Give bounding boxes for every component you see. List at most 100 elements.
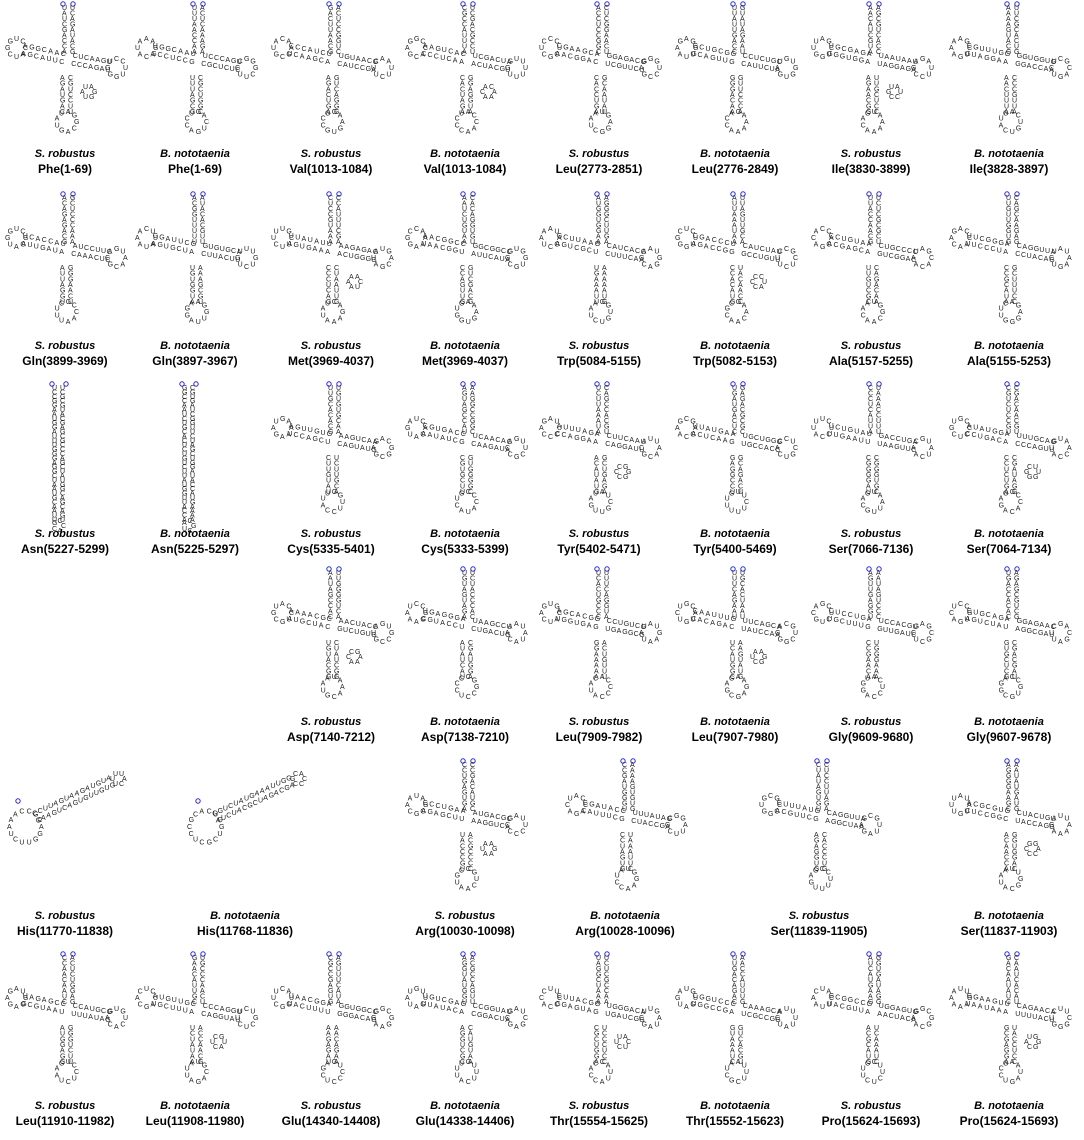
- svg-text:C: C: [334, 663, 339, 670]
- svg-text:G: G: [604, 206, 609, 213]
- svg-text:A: A: [900, 630, 905, 637]
- svg-text:A: A: [866, 674, 871, 681]
- svg-text:C: C: [338, 1075, 343, 1082]
- svg-text:U: U: [221, 815, 226, 822]
- svg-text:G: G: [198, 103, 203, 110]
- svg-text:A: A: [967, 800, 972, 807]
- svg-text:A: A: [678, 989, 683, 996]
- svg-text:U: U: [542, 241, 547, 248]
- svg-text:A: A: [868, 223, 873, 230]
- svg-text:C: C: [593, 1078, 598, 1085]
- svg-text:U: U: [790, 803, 795, 810]
- svg-text:A: A: [198, 276, 203, 283]
- svg-text:G: G: [765, 437, 770, 444]
- svg-text:U: U: [1012, 288, 1017, 295]
- svg-text:A: A: [314, 238, 319, 245]
- svg-text:A: A: [595, 51, 600, 58]
- svg-text:U: U: [244, 1024, 249, 1031]
- svg-text:A: A: [371, 445, 376, 452]
- svg-text:A: A: [742, 125, 747, 132]
- svg-text:A: A: [1004, 832, 1009, 839]
- svg-text:G: G: [60, 288, 65, 295]
- svg-text:G: G: [868, 592, 873, 599]
- svg-text:G: G: [874, 651, 879, 658]
- svg-text:C: C: [332, 694, 337, 701]
- svg-text:C: C: [760, 246, 765, 253]
- svg-text:A: A: [280, 434, 285, 441]
- svg-text:C: C: [965, 808, 970, 815]
- svg-text:U: U: [60, 92, 65, 99]
- svg-text:U: U: [150, 229, 155, 236]
- svg-text:A: A: [52, 486, 57, 493]
- svg-text:U: U: [183, 1008, 188, 1015]
- svg-text:U: U: [753, 63, 758, 70]
- svg-text:A: A: [328, 609, 333, 616]
- svg-text:A: A: [723, 438, 728, 445]
- svg-text:G: G: [153, 233, 158, 240]
- svg-text:A: A: [1021, 819, 1026, 826]
- svg-text:U: U: [459, 1060, 464, 1067]
- svg-text:A: A: [338, 678, 343, 685]
- svg-text:U: U: [604, 581, 609, 588]
- svg-text:G: G: [190, 464, 195, 471]
- svg-text:A: A: [874, 1036, 879, 1043]
- svg-text:G: G: [386, 1021, 391, 1028]
- svg-text:U: U: [459, 110, 464, 117]
- svg-text:A: A: [371, 67, 376, 74]
- svg-text:C: C: [949, 610, 954, 617]
- svg-text:U: U: [462, 206, 467, 213]
- svg-text:G: G: [1012, 849, 1017, 856]
- svg-text:C: C: [177, 246, 182, 253]
- svg-text:U: U: [829, 610, 834, 617]
- species-label: S. robustus: [300, 1100, 362, 1112]
- svg-text:G: G: [1016, 882, 1021, 889]
- svg-text:A: A: [60, 1048, 65, 1055]
- svg-text:C: C: [732, 999, 737, 1006]
- svg-text:C: C: [208, 1004, 213, 1011]
- svg-text:A: A: [501, 438, 506, 445]
- svg-text:U: U: [20, 989, 25, 996]
- svg-text:U: U: [872, 509, 877, 516]
- svg-text:U: U: [602, 98, 607, 105]
- svg-text:C: C: [334, 483, 339, 490]
- svg-text:A: A: [880, 499, 885, 506]
- svg-text:U: U: [775, 255, 780, 262]
- svg-text:G: G: [350, 245, 355, 252]
- svg-text:A: A: [302, 611, 307, 618]
- svg-text:U: U: [874, 828, 879, 835]
- svg-text:A: A: [326, 1031, 331, 1038]
- svg-text:C: C: [600, 694, 605, 701]
- svg-text:A: A: [75, 790, 80, 797]
- svg-text:C: C: [1067, 65, 1072, 72]
- svg-text:U: U: [929, 65, 934, 72]
- svg-text:U: U: [576, 237, 581, 244]
- svg-text:C: C: [52, 394, 57, 401]
- svg-text:U: U: [62, 16, 67, 23]
- svg-text:U: U: [557, 425, 562, 432]
- svg-text:A: A: [539, 610, 544, 617]
- svg-text:G: G: [1012, 489, 1017, 496]
- svg-text:U: U: [824, 768, 829, 775]
- svg-text:G: G: [612, 54, 617, 61]
- svg-text:U: U: [470, 999, 475, 1006]
- svg-text:U: U: [366, 631, 371, 638]
- svg-text:C: C: [489, 84, 494, 91]
- svg-text:G: G: [286, 51, 291, 58]
- svg-text:U: U: [816, 806, 821, 813]
- svg-text:U: U: [736, 489, 741, 496]
- svg-text:A: A: [997, 623, 1002, 630]
- svg-text:U: U: [213, 812, 218, 819]
- svg-text:U: U: [680, 828, 685, 835]
- svg-text:U: U: [328, 994, 333, 1001]
- svg-text:G: G: [602, 657, 607, 664]
- svg-text:C: C: [859, 248, 864, 255]
- svg-text:C: C: [861, 502, 866, 509]
- svg-text:A: A: [602, 103, 607, 110]
- svg-text:G: G: [190, 98, 195, 105]
